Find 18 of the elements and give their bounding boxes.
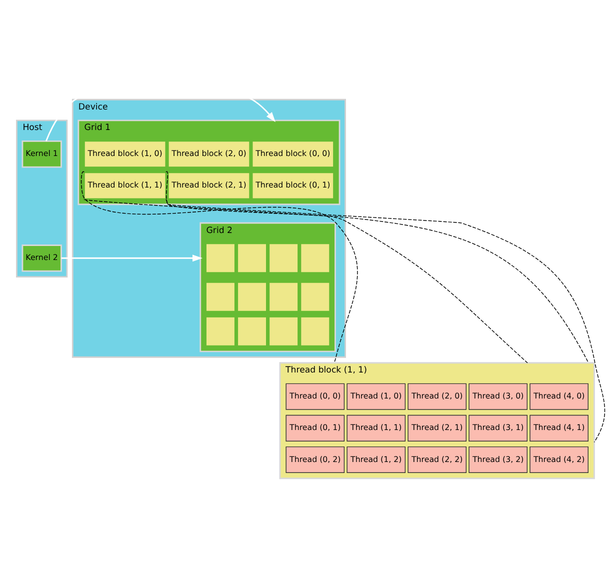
connector [84,198,589,364]
node-box [300,282,330,312]
cluster: Grid 2 [200,222,336,352]
connector [166,198,606,443]
node-box [206,316,236,346]
node-box [237,282,267,312]
arrow [61,254,203,262]
node-box [300,243,330,273]
node-box [268,282,298,312]
node-box [268,243,298,273]
node-box [300,316,330,346]
node-box [237,316,267,346]
connector [166,171,528,364]
node-box [268,316,298,346]
node-box [206,282,236,312]
node-box [206,243,236,273]
node-box [237,243,267,273]
connector [80,171,358,364]
